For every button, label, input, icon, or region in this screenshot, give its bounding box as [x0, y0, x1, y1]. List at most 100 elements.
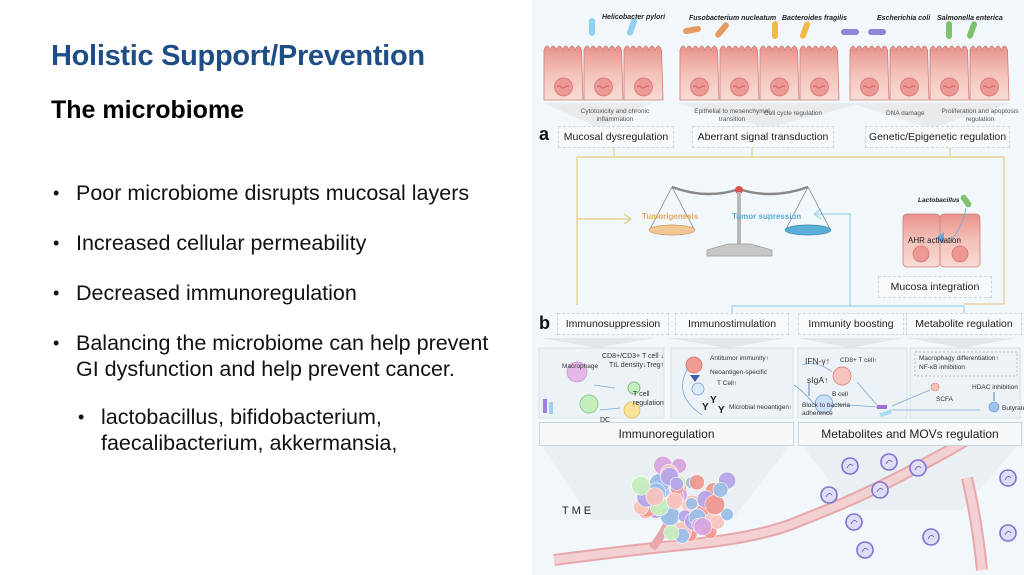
tumor-cell — [704, 494, 726, 516]
bacterium-icon — [715, 22, 729, 38]
bullet-item: Balancing the microbiome can help preven… — [51, 330, 491, 382]
tumor-cell — [666, 492, 684, 510]
hdac-label: HDAC inhibition — [972, 384, 1018, 391]
slide-title: Holistic Support/Prevention — [51, 40, 425, 72]
species-label: Fusobacterium nucleatum — [689, 15, 777, 22]
effect-label: Proliferation and apoptosis regulation — [941, 108, 1019, 123]
siga-label: sIgA↑ — [807, 375, 829, 385]
tme-label: T M E — [562, 505, 592, 517]
category-immunostimulation: Immunostimulation — [675, 313, 789, 335]
species-label: Helicobacter pylori — [602, 14, 666, 21]
epithelial-cell — [679, 45, 720, 101]
category-mucosal-dysregulation: Mucosal dysregulation — [558, 126, 674, 148]
bacterium-icon — [946, 21, 952, 39]
bacterium-icon — [626, 18, 638, 36]
projection-shape — [540, 338, 654, 348]
projection-shape — [667, 338, 787, 348]
effect-label: DNA damage — [886, 110, 925, 117]
block-adherence-label: Block to bacteria adherence — [802, 402, 851, 417]
vesicle-icon — [841, 457, 859, 475]
tumor-cell — [645, 487, 665, 506]
category-immunity-boosting: Immunity boosting — [798, 313, 904, 335]
tumor-cell — [631, 476, 651, 496]
immunostimulation-text-1: Antitumor immunity↑ — [710, 355, 769, 362]
metabolites-movs-box: Metabolites and MOVs regulation — [798, 422, 1022, 446]
microbiome-figure: Y Y Y — [532, 0, 1024, 575]
epithelial-cell — [889, 45, 930, 101]
species-label: Salmonella enterica — [937, 15, 1003, 22]
epithelial-cell — [759, 45, 800, 101]
bacterium-icon — [966, 21, 978, 39]
b-cell-label: B cell — [832, 391, 848, 398]
effect-label: Epithelial to mesenchymal transition — [694, 108, 770, 123]
ifn-gamma-label: IFN-γ↑ — [805, 356, 831, 366]
epithelial-cell — [623, 45, 664, 101]
lactobacillus-label: Lactobacillus — [918, 197, 960, 204]
slide-subtitle: The microbiome — [51, 96, 245, 124]
vesicles-icons — [820, 453, 1017, 559]
bullet-item: Poor microbiome disrupts mucosal layers — [51, 180, 491, 206]
epithelial-cells — [543, 18, 1010, 101]
bullet-list: Poor microbiome disrupts mucosal layers … — [51, 180, 491, 480]
sub-bullet-item: lactobacillus, bifidobacterium, faecalib… — [51, 404, 491, 456]
panel-a-letter: a — [539, 124, 550, 144]
tumor-suppression-label: Tumor supression — [732, 212, 802, 221]
epithelial-cell — [799, 45, 840, 101]
panel-b-letter: b — [539, 313, 550, 333]
immunostimulation-text-2: Neoantigen-specific — [710, 369, 768, 376]
epithelial-cell — [719, 45, 760, 101]
tumor-cluster-icon — [631, 455, 737, 544]
vesicle-icon — [880, 453, 898, 471]
tumor-cell — [685, 497, 698, 511]
vesicle-icon — [999, 469, 1017, 487]
vesicle-icon — [909, 459, 927, 477]
immunostimulation-text-3: T Cell↑ — [717, 380, 738, 387]
ahr-activation-label: AHR activation — [908, 236, 961, 245]
connector-blue — [731, 208, 965, 318]
macrophage-label: Macrophage — [562, 363, 599, 370]
epithelial-cell — [583, 45, 624, 101]
dc-label: DC — [600, 417, 611, 424]
projection-shape — [907, 338, 1017, 348]
bullet-item: Decreased immunoregulation — [51, 280, 491, 306]
bacterium-icon — [799, 21, 811, 39]
immune-cells-icons: Y Y Y — [543, 351, 1018, 419]
vesicle-icon — [922, 528, 940, 546]
category-genetic-epigenetic: Genetic/Epigenetic regulation — [865, 126, 1010, 148]
macrophagy-label: Macrophagy differentiation↑ — [919, 355, 999, 362]
vesicle-icon — [871, 481, 889, 499]
tumorigenesis-label: Tumorigenesis — [642, 212, 699, 221]
tumor-cell — [720, 507, 734, 522]
projection-shape — [850, 103, 1012, 128]
mucosa-integration-label: Mucosa integration — [878, 276, 992, 298]
immunostimulation-text-4: Microbial neoantigen↑ — [729, 404, 793, 411]
immunosuppression-text-1: CD8+/CD3+ T cell ↓ — [602, 353, 664, 360]
svg-text:Y: Y — [718, 405, 725, 416]
metabolite-panel — [909, 347, 1021, 419]
immunosuppression-panel — [538, 347, 665, 419]
vesicle-icon — [845, 513, 863, 531]
immunosuppression-text-2: TIL density↓Treg↑ — [609, 362, 665, 369]
bacterium-icon — [841, 29, 859, 35]
epithelial-cell — [543, 45, 584, 101]
vesicle-icon — [999, 524, 1017, 542]
balance-scale-icon — [648, 185, 832, 257]
species-label: Escherichia coli — [877, 15, 931, 22]
effect-label: Cell cycle regulation — [764, 110, 823, 117]
bacterium-icon — [589, 18, 595, 36]
figure-artwork: Y Y Y — [538, 18, 1021, 571]
vesicle-icon — [820, 486, 838, 504]
bacterium-icon — [683, 25, 701, 35]
epithelial-cell — [969, 45, 1010, 101]
nfkb-label: NF-κB inhibition — [919, 364, 965, 371]
t-cell-regulation-label: T cell regulation — [633, 391, 664, 407]
tumor-cell — [663, 524, 680, 541]
connector-yellow — [576, 145, 1005, 305]
epithelial-cell — [849, 45, 890, 101]
category-metabolite-regulation: Metabolite regulation — [906, 313, 1022, 335]
tumor-cell — [688, 474, 705, 491]
epithelial-cell — [929, 45, 970, 101]
tumor-cell — [712, 481, 729, 498]
butyrate-label: Butyrate — [1002, 405, 1024, 412]
bacterium-icon — [772, 21, 778, 39]
